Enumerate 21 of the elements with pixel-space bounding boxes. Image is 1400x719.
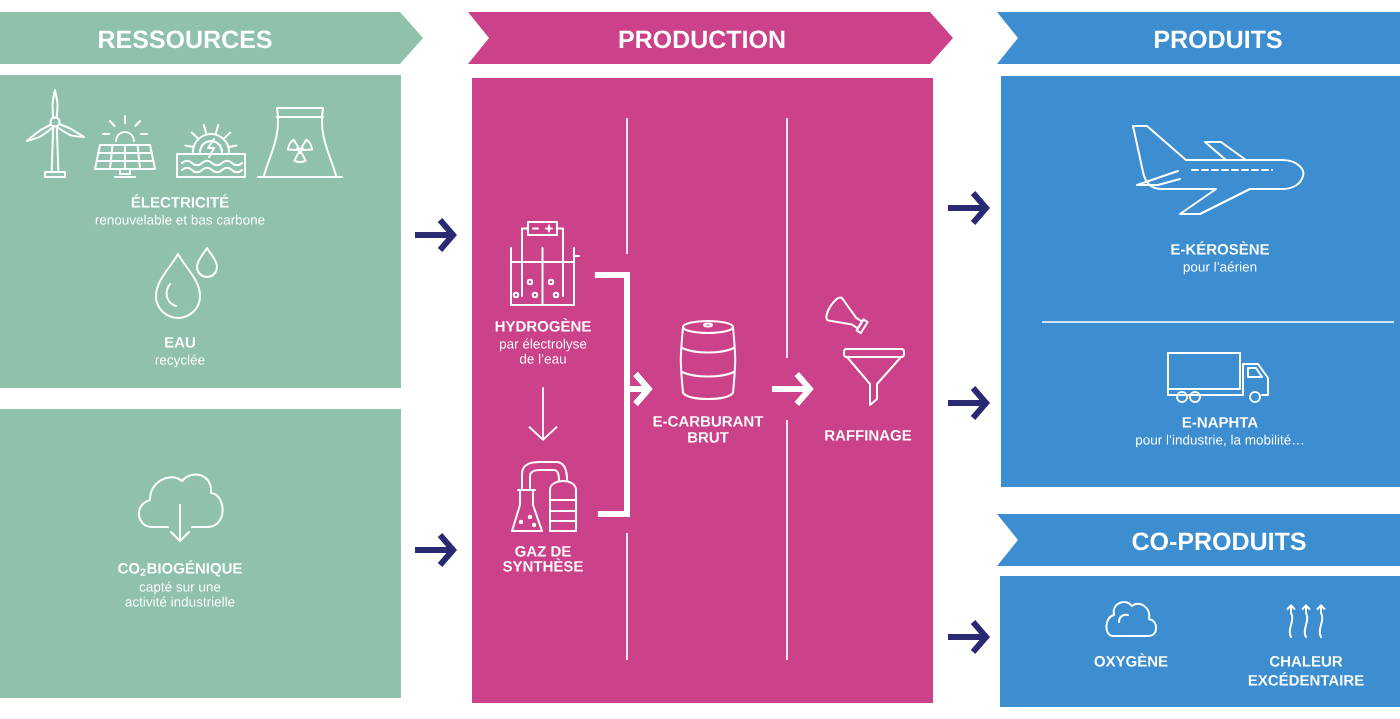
panel — [472, 78, 933, 703]
merge-arrow — [597, 372, 653, 517]
item-label: E-KÉROSÈNE pour l’aérien — [1171, 241, 1269, 275]
header-banner: RESSOURCES — [0, 12, 423, 64]
panel — [1001, 76, 1400, 487]
item-label: CHALEUR EXCÉDENTAIRE — [1248, 656, 1364, 686]
item-label: CO$_{2}$BIOGÉNIQUE capté sur une activité industrielle — [118, 560, 242, 607]
item-label: HYDROGÈNE par électrolyse de l’eau — [495, 318, 591, 364]
item-label: E-CARBURANT BRUT — [653, 416, 764, 443]
panel — [0, 75, 401, 388]
panel — [0, 409, 401, 698]
header-banner: PRODUCTION — [468, 12, 953, 64]
item-label: GAZ DE SYNTHÈSE — [503, 546, 583, 572]
item-label: EAU recyclée — [155, 337, 205, 368]
item-label: ÉLECTRICITÉ renouvelable et bas carbone — [95, 194, 265, 225]
header-banner: CO-PRODUITS — [997, 514, 1400, 566]
item-label: OXYGÈNE — [1094, 653, 1168, 667]
item-label: E-NAPHTA pour l’industrie, la mobilité… — [1136, 417, 1303, 448]
panel — [1000, 576, 1400, 707]
header-banner: PRODUITS — [997, 12, 1400, 64]
item-label: RAFFINAGE — [825, 430, 912, 441]
